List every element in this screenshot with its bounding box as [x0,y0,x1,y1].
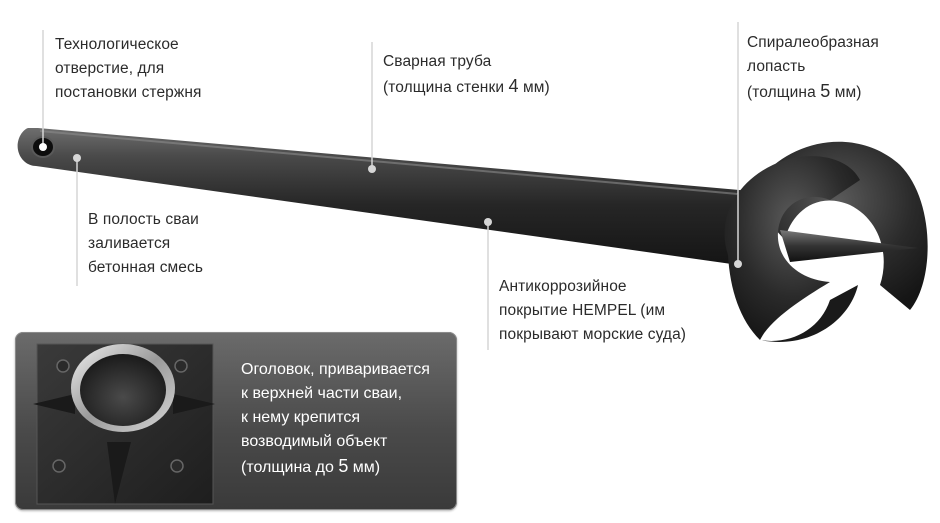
callout-dot-coating [484,218,492,226]
label-pile-head: Оголовок, приваривается к верхней части … [241,358,430,480]
label-hole-line: Технологическое [55,36,179,53]
callout-dot-concrete [73,154,81,162]
label-spiral-blade: Спиралеобразная лопасть (толщина 5 мм) [747,31,879,105]
label-pipe-pre: (толщина стенки [383,79,509,96]
label-technological-hole: Технологическое отверстие, для постановк… [55,33,202,105]
label-coating-line: Антикоррозийное [499,278,627,295]
label-head-line: возводимый объект [241,433,388,450]
label-head-line: к верхней части сваи, [241,385,403,402]
label-blade-pre: (толщина [747,84,821,101]
blade-front [724,156,860,340]
label-concrete-line: заливается [88,235,171,252]
label-hole-line: постановки стержня [55,84,202,101]
label-concrete-line: В полость сваи [88,211,199,228]
label-pipe-line: (толщина стенки 4 мм) [383,74,550,100]
head-rib [173,394,215,414]
head-rib [33,394,75,414]
head-rib [107,442,131,504]
label-head-post: мм) [348,459,381,476]
label-pipe-line: Сварная труба [383,53,492,70]
label-head-line: Оголовок, приваривается [241,361,430,378]
bolt-hole [52,459,66,473]
head-pipe-inner [80,354,166,426]
blade-lower [760,285,858,342]
label-head-line: (толщина до 5 мм) [241,454,430,480]
label-pipe-num: 4 [508,76,519,96]
pipe-body [17,128,763,268]
pipe-highlight [39,130,761,197]
callout-dot-blade [734,260,742,268]
bolt-hole [174,359,188,373]
label-blade-line: Спиралеобразная [747,34,879,51]
label-pipe-post: мм) [518,79,550,96]
label-head-pre: (толщина до [241,459,339,476]
label-coating-line: покрывают морские суда) [499,326,687,343]
bolt-hole [56,359,70,373]
label-hole-line: отверстие, для [55,60,165,77]
label-blade-line: (толщина 5 мм) [747,79,879,105]
callout-dot-pipe [368,165,376,173]
pile-head-illustration [33,343,215,505]
label-blade-post: мм) [830,84,862,101]
label-blade-line: лопасть [747,58,806,75]
label-welded-pipe: Сварная труба (толщина стенки 4 мм) [383,50,550,100]
callout-dot-hole [39,143,47,151]
pile-tip-cone [780,230,918,262]
bolt-hole [170,459,184,473]
pile-head-panel: Оголовок, приваривается к верхней части … [15,332,457,510]
label-head-num: 5 [338,456,349,476]
label-anticorrosion-coating: Антикоррозийное покрытие HEMPEL (им покр… [499,275,686,347]
label-concrete-line: бетонная смесь [88,259,204,276]
label-concrete-fill: В полость сваи заливается бетонная смесь [88,208,203,280]
label-coating-line: покрытие HEMPEL (им [499,302,666,319]
label-blade-num: 5 [820,81,831,101]
label-head-line: к нему крепится [241,409,361,426]
